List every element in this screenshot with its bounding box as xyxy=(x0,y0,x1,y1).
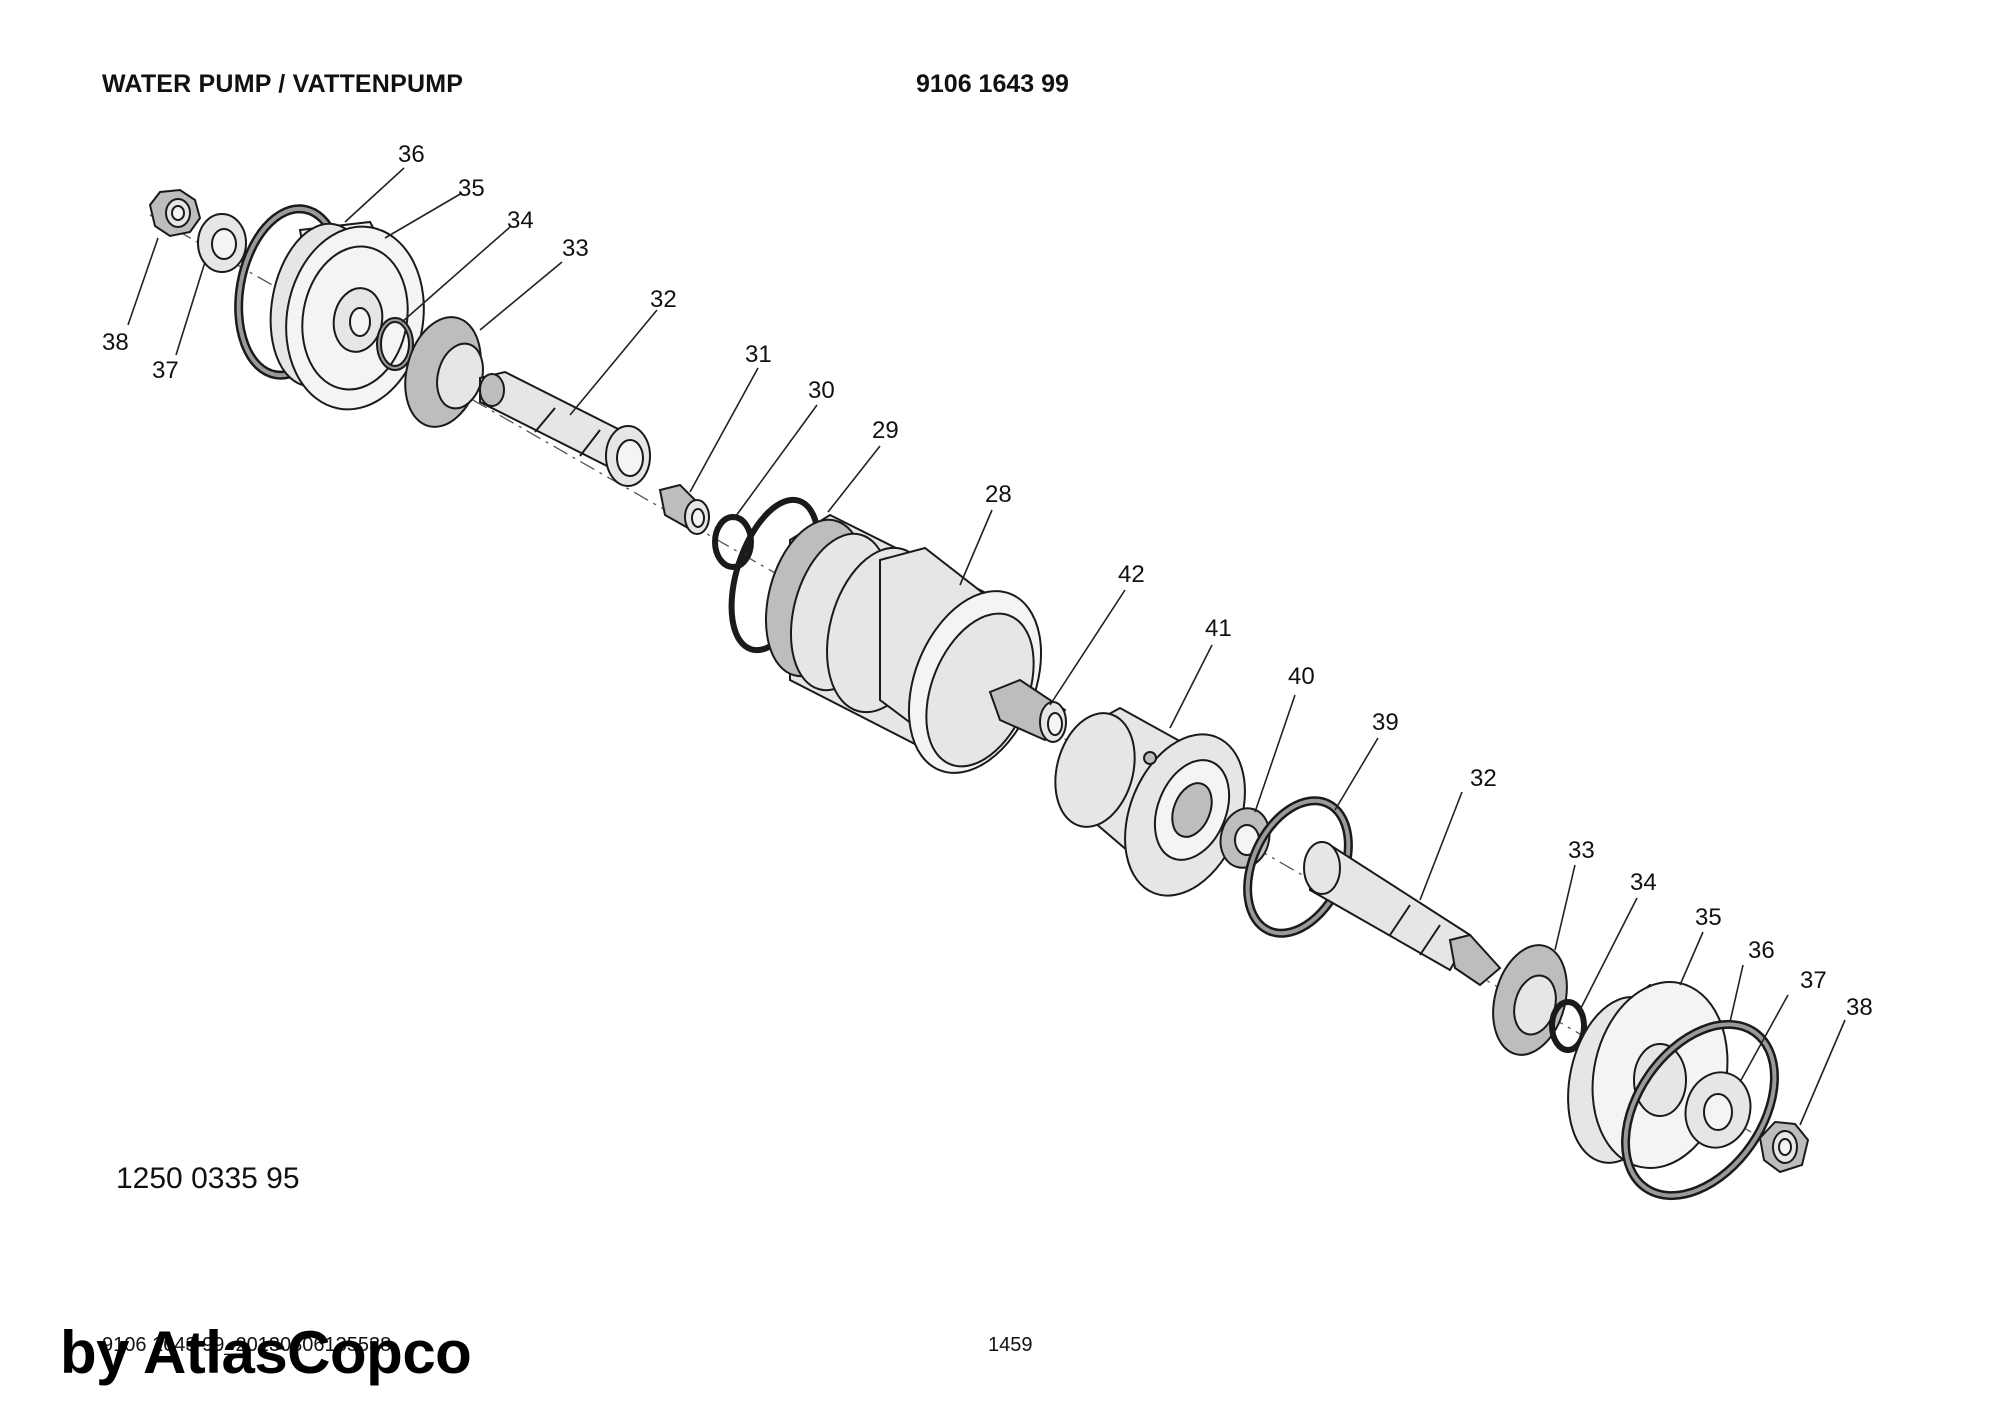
callout-32-left: 32 xyxy=(650,286,677,313)
page-number: 1459 xyxy=(988,1334,1033,1356)
callout-37-left: 37 xyxy=(152,357,179,384)
callout-37-right: 37 xyxy=(1800,967,1827,994)
callout-33-right: 33 xyxy=(1568,837,1595,864)
watermark: by AtlasCopco xyxy=(60,1319,472,1386)
leader-lines xyxy=(127,167,1846,1126)
part-36-oring-right xyxy=(1621,1019,1779,1201)
part-41-housing xyxy=(1054,706,1246,897)
callout-40: 40 xyxy=(1288,663,1315,690)
drawing-title: WATER PUMP / VATTENPUMP xyxy=(102,70,464,98)
part-38-nut-right xyxy=(1758,1120,1810,1174)
part-34-oring-right xyxy=(1549,999,1587,1053)
part-32-shaft-left xyxy=(479,370,651,487)
callout-41: 41 xyxy=(1205,615,1232,642)
part-37-washer-right xyxy=(1684,1071,1752,1149)
callout-31: 31 xyxy=(745,341,772,368)
footer-code: 9106 1643 99_20130806135538 xyxy=(102,1334,392,1356)
part-38-nut-left xyxy=(148,188,202,238)
part-37-washer-left xyxy=(197,213,247,273)
part-32-shaft-right xyxy=(1303,841,1502,987)
callout-28: 28 xyxy=(985,481,1012,508)
part-31-bushing xyxy=(658,483,710,535)
callout-32-right: 32 xyxy=(1470,765,1497,792)
part-33-seal-right xyxy=(1492,944,1568,1056)
part-28-cylinder xyxy=(764,513,1067,774)
callout-34-right: 34 xyxy=(1630,869,1657,896)
callout-33-left: 33 xyxy=(562,235,589,262)
callout-36-left: 36 xyxy=(398,141,425,168)
callout-35-left: 35 xyxy=(458,175,485,202)
callout-42: 42 xyxy=(1118,561,1145,588)
callout-30: 30 xyxy=(808,377,835,404)
callout-34-left: 34 xyxy=(507,207,534,234)
callout-35-right: 35 xyxy=(1695,904,1722,931)
part-35-cover-left xyxy=(269,220,425,411)
part-34-oring-left xyxy=(376,317,414,371)
document-number: 9106 1643 99 xyxy=(916,70,1069,98)
part-number: 1250 0335 95 xyxy=(116,1162,300,1195)
callout-29: 29 xyxy=(872,417,899,444)
callout-38-left: 38 xyxy=(102,329,129,356)
part-30-oring xyxy=(712,514,754,570)
part-33-seal-left xyxy=(404,316,484,428)
callout-36-right: 36 xyxy=(1748,937,1775,964)
callout-39: 39 xyxy=(1372,709,1399,736)
callout-38-right: 38 xyxy=(1846,994,1873,1021)
